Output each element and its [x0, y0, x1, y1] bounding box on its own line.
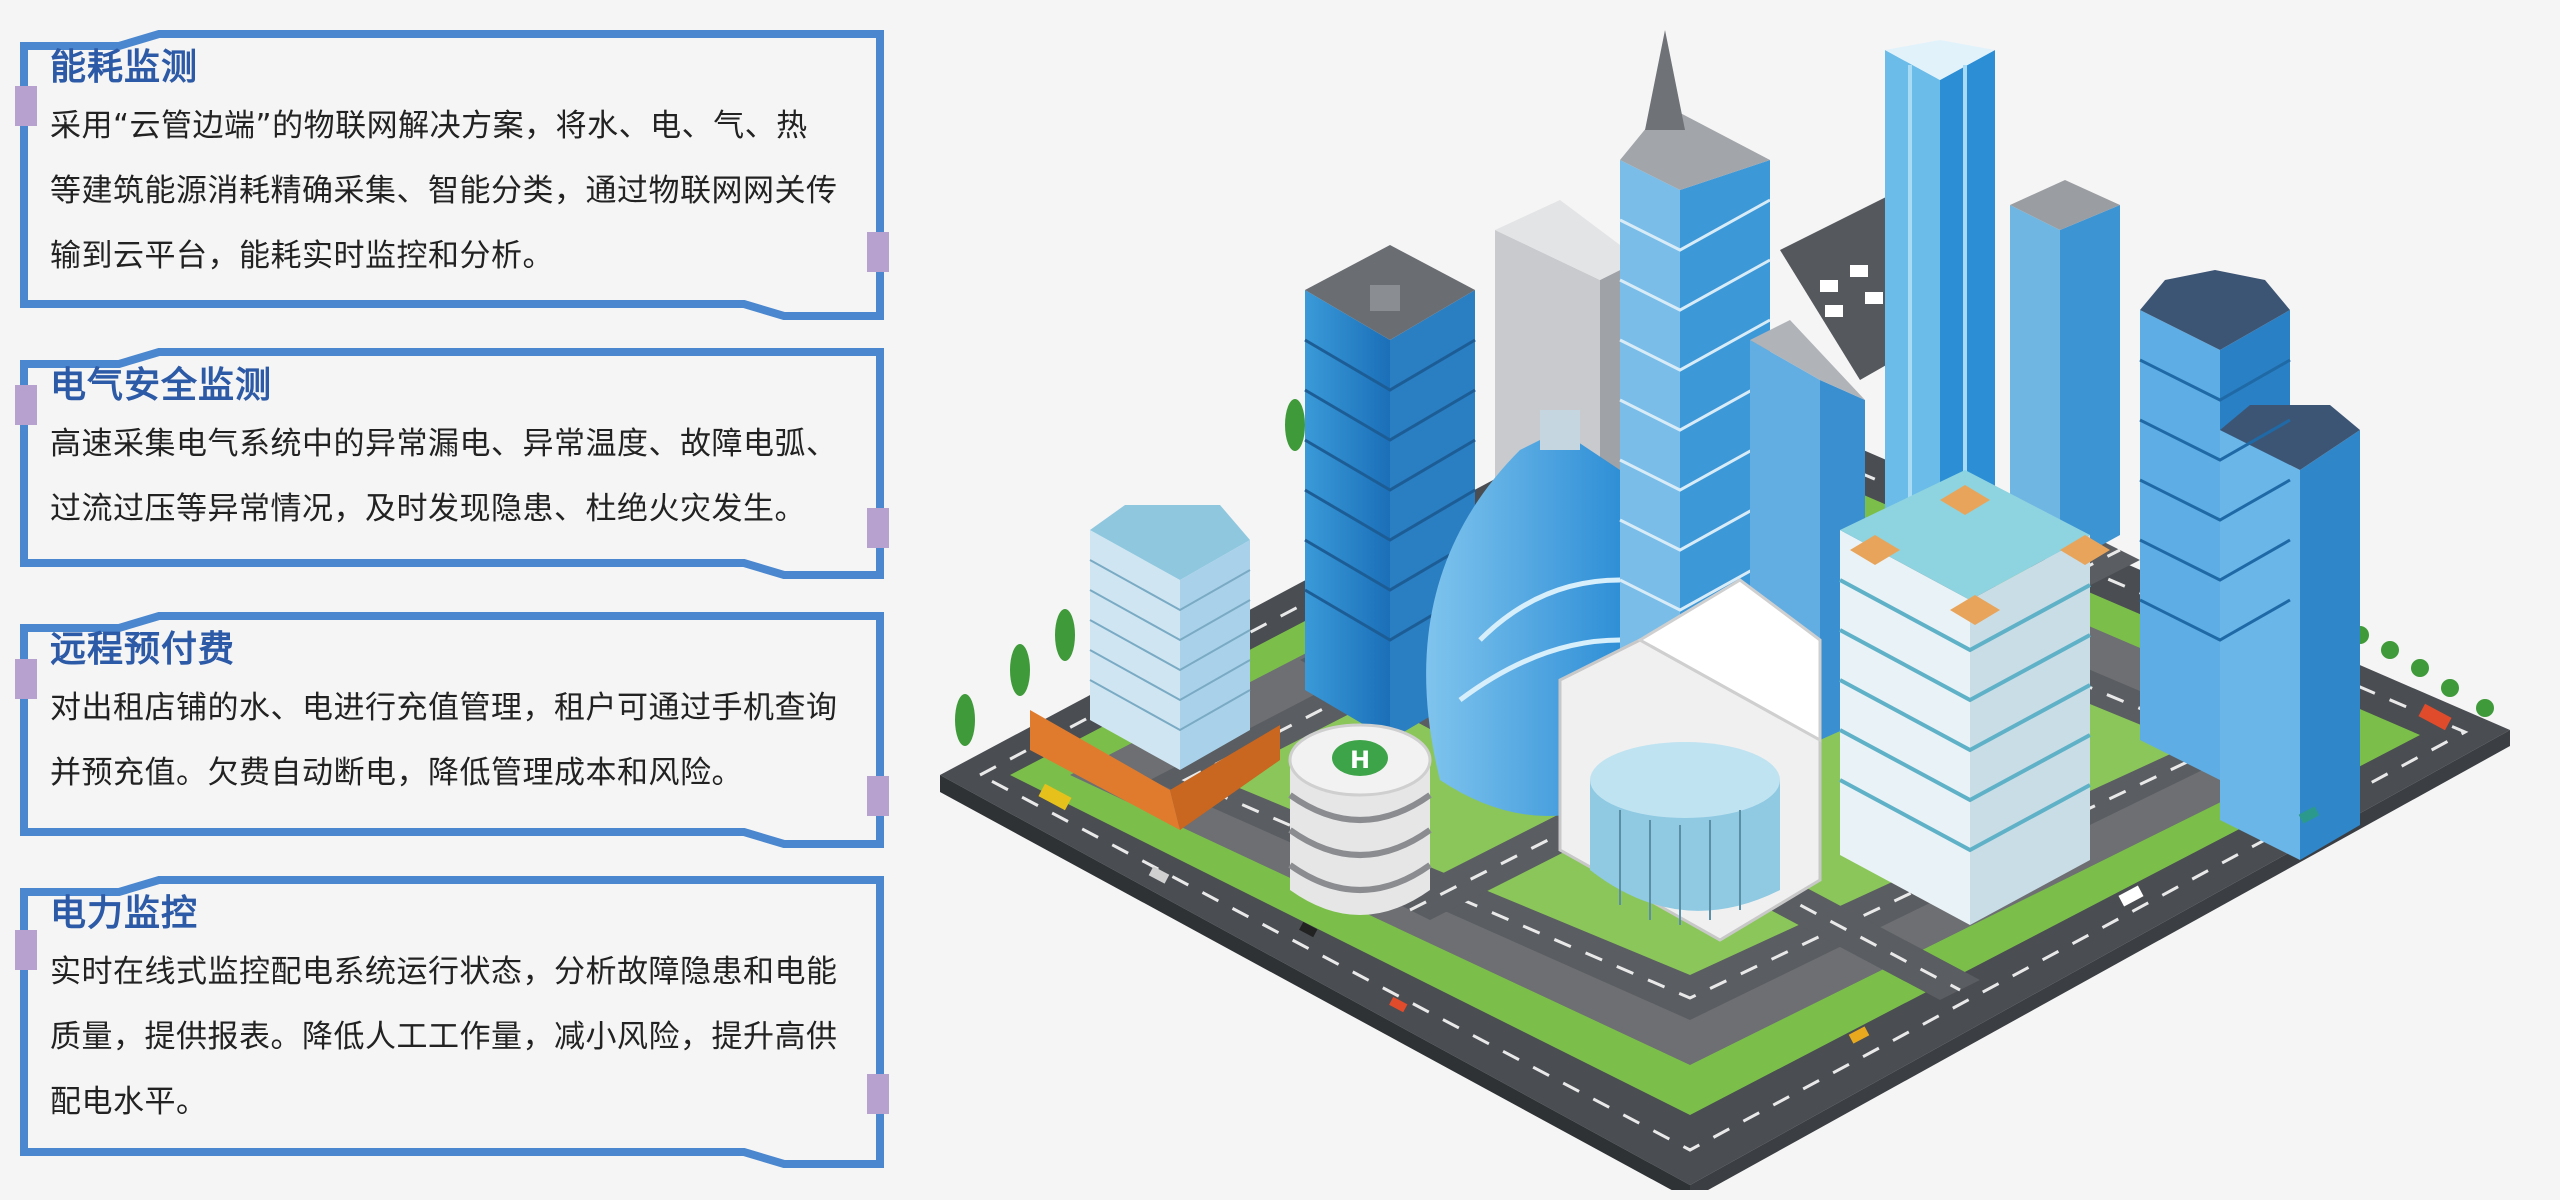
- panel-tab-right: [867, 508, 889, 548]
- dome-building: [1558, 578, 1822, 942]
- right-grey-tower: [2010, 180, 2120, 568]
- panel-tab-left: [15, 659, 37, 699]
- tall-blue-tower: [1885, 40, 1995, 570]
- feature-title: 电力监控: [50, 893, 199, 934]
- apartment-building: [1839, 470, 2110, 925]
- feature-panel-prepaid: 远程预付费 对出租店铺的水、电进行充值管理，租户可通过手机查询 并预充值。欠费自…: [15, 612, 889, 848]
- octagon-building: [1030, 505, 1280, 830]
- helipad-building: H: [1288, 723, 1432, 915]
- feature-panel-power-monitoring: 电力监控 实时在线式监控配电系统运行状态，分析故障隐患和电能 质量，提供报表。降…: [15, 876, 889, 1168]
- panel-tab-left: [15, 86, 37, 126]
- feature-panel-electrical-safety: 电气安全监测 高速采集电气系统中的异常漏电、异常温度、故障电弧、 过流过压等异常…: [15, 348, 889, 579]
- feature-description: 对出租店铺的水、电进行充值管理，租户可通过手机查询 并预充值。欠费自动断电，降低…: [50, 690, 838, 791]
- feature-description: 高速采集电气系统中的异常漏电、异常温度、故障电弧、 过流过压等异常情况，及时发现…: [50, 426, 838, 527]
- panel-tab-left: [15, 385, 37, 425]
- panel-tab-left: [15, 930, 37, 970]
- feature-title: 电气安全监测: [50, 365, 273, 406]
- cars: [1038, 703, 2452, 1044]
- feature-description: 实时在线式监控配电系统运行状态，分析故障隐患和电能 质量，提供报表。降低人工工作…: [50, 954, 838, 1120]
- panel-frame: [20, 30, 884, 320]
- panel-tab-right: [867, 1074, 889, 1114]
- feature-title: 能耗监测: [50, 47, 199, 88]
- helipad-mark: H: [1350, 746, 1370, 774]
- feature-description: 采用“云管边端”的物联网解决方案，将水、电、气、热 等建筑能源消耗精确采集、智能…: [50, 108, 838, 274]
- feature-panel-energy: 能耗监测 采用“云管边端”的物联网解决方案，将水、电、气、热 等建筑能源消耗精确…: [15, 30, 889, 320]
- panel-frame: [20, 876, 884, 1168]
- spire-tower: [1619, 30, 1771, 710]
- panel-tab-right: [867, 232, 889, 272]
- panel-tab-right: [867, 776, 889, 816]
- panel-frame: [20, 348, 884, 579]
- feature-title: 远程预付费: [50, 629, 236, 670]
- dark-roof-towers: [2139, 270, 2360, 860]
- panel-frame: [20, 612, 884, 848]
- smart-city-illustration: H: [940, 30, 2510, 1190]
